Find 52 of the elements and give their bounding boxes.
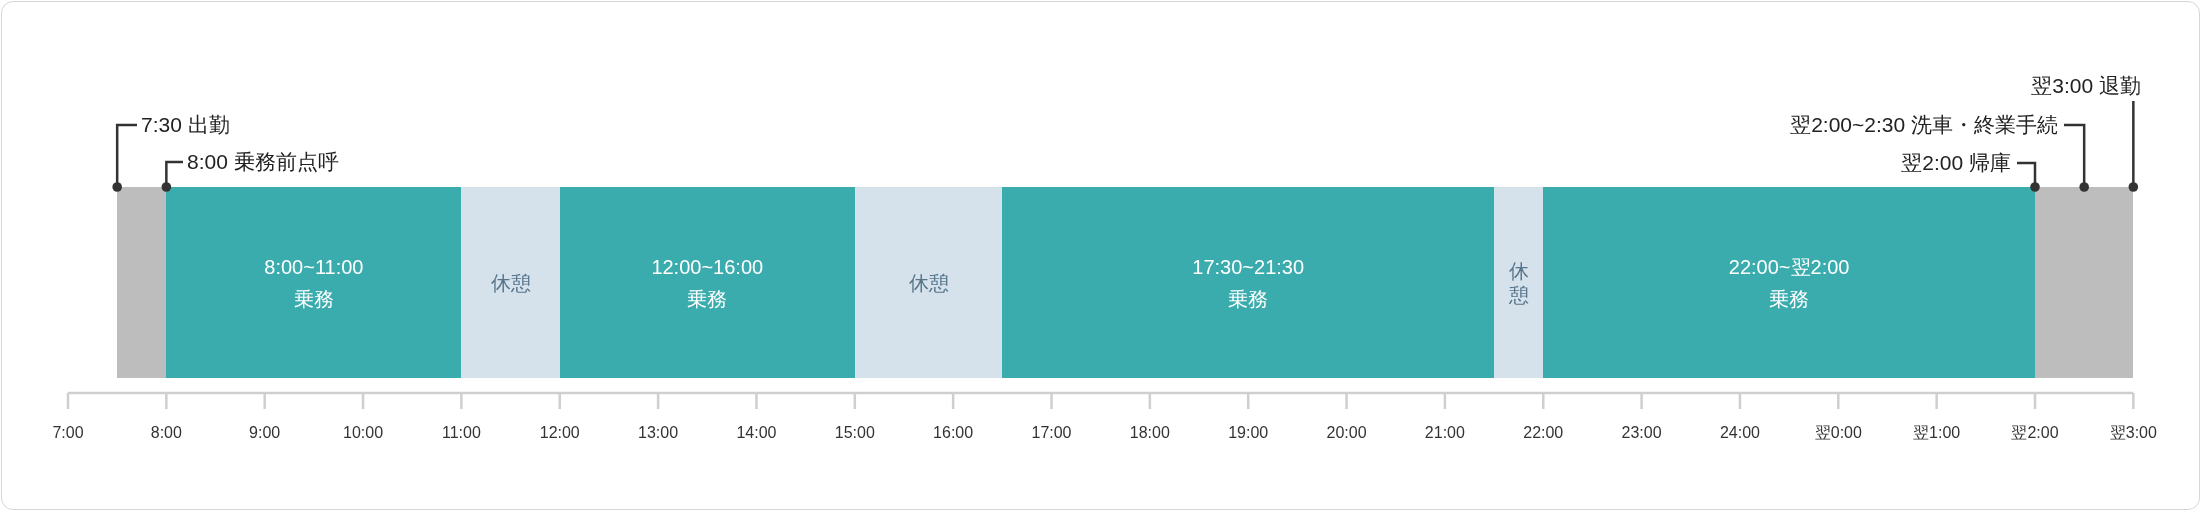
break-segment	[854, 187, 1003, 378]
tick-label: 翌1:00	[1913, 423, 1961, 443]
tick-label: 翌0:00	[1814, 423, 1862, 443]
leader-line	[2017, 161, 2040, 192]
event-label: 7:30 出勤	[137, 112, 230, 138]
segment-label: 乗務	[293, 286, 334, 312]
break-segment	[1494, 187, 1544, 378]
tick-label: 24:00	[1719, 423, 1760, 443]
segment-label: 乗務	[1769, 286, 1810, 312]
tick-label: 10:00	[343, 423, 384, 443]
tick-label: 14:00	[736, 423, 777, 443]
time-range: 17:30~21:30	[1192, 254, 1305, 280]
tick-label: 22:00	[1523, 423, 1564, 443]
tick-label: 18:00	[1129, 423, 1170, 443]
break-segment	[461, 187, 560, 378]
tick-label: 21:00	[1424, 423, 1465, 443]
tick-label: 13:00	[638, 423, 679, 443]
tick-label: 7:00	[52, 423, 84, 443]
segment-label: 乗務	[1228, 286, 1269, 312]
tick-label: 15:00	[834, 423, 875, 443]
event-label: 翌2:00 帰庫	[1901, 150, 2017, 176]
leader-line	[161, 160, 183, 192]
segment-label: 乗務	[687, 286, 728, 312]
segment-label: 休憩	[490, 270, 531, 296]
segment-label: 休憩	[1508, 258, 1529, 307]
off-duty-segment	[2035, 187, 2134, 378]
time-range: 22:00~翌2:00	[1728, 254, 1850, 280]
tick-label: 20:00	[1326, 423, 1367, 443]
leader-line	[2064, 123, 2089, 192]
segment-label: 休憩	[908, 270, 949, 296]
work-segment	[1543, 187, 2035, 378]
work-segment	[559, 187, 855, 378]
time-range: 8:00~11:00	[264, 254, 364, 280]
off-duty-segment	[117, 187, 167, 378]
event-label: 翌3:00 退勤	[2031, 73, 2141, 101]
tick-label: 8:00	[150, 423, 182, 443]
tick-label: 翌3:00	[2109, 423, 2157, 443]
leader-line	[112, 123, 137, 192]
tick-label: 17:00	[1031, 423, 1072, 443]
tick-label: 9:00	[249, 423, 281, 443]
leader-line	[2128, 101, 2139, 192]
time-range: 12:00~16:00	[651, 254, 764, 280]
event-label: 翌2:00~2:30 洗車・終業手続	[1790, 112, 2064, 138]
tick-label: 16:00	[933, 423, 974, 443]
work-segment	[166, 187, 462, 378]
tick-label: 翌2:00	[2011, 423, 2059, 443]
tick-label: 23:00	[1621, 423, 1662, 443]
tick-label: 19:00	[1228, 423, 1269, 443]
tick-label: 12:00	[539, 423, 580, 443]
work-segment	[1002, 187, 1495, 378]
event-label: 8:00 乗務前点呼	[183, 149, 339, 175]
tick-label: 11:00	[441, 423, 481, 443]
